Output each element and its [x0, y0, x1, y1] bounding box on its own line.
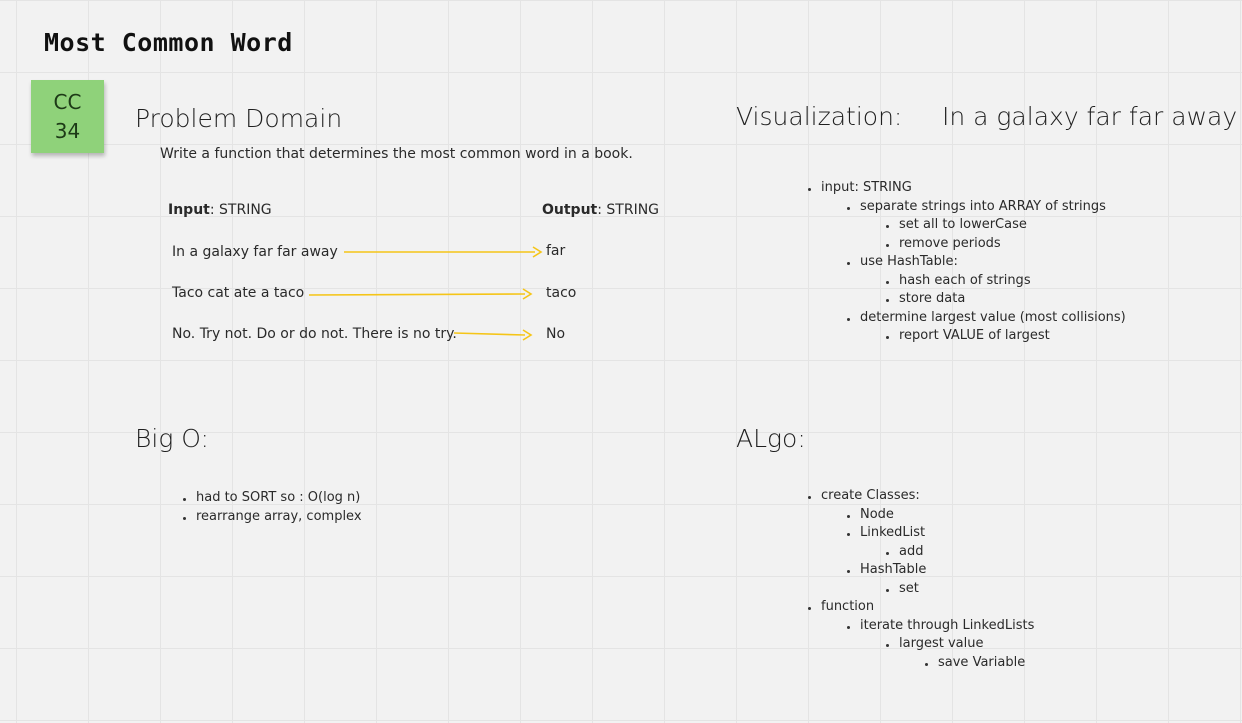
algo-heading: ALgo:	[736, 424, 806, 453]
sticky-note-line-2: 34	[54, 118, 81, 143]
visualization-list-item: use HashTable:	[847, 254, 958, 269]
visualization-list-item: store data	[885, 291, 966, 306]
example-arrow-3	[453, 332, 526, 336]
algo-list-item: largest value	[885, 636, 984, 651]
input-type: : STRING	[209, 202, 272, 218]
algo-list-item: function	[807, 599, 875, 614]
visualization-list-item: remove periods	[886, 235, 1001, 251]
example-input-1: In a galaxy far far away	[172, 244, 338, 260]
algo-list-item: LinkedList	[846, 525, 926, 540]
algo-list-item: create Classes:	[808, 488, 920, 503]
visualization-example: In a galaxy far far away	[942, 102, 1238, 131]
problem-description: Write a function that determines the mos…	[160, 146, 633, 162]
input-label: Input	[168, 202, 210, 218]
visualization-list-item: separate strings into ARRAY of strings	[847, 198, 1106, 214]
big-o-list-item: had to SORT so : O(log n)	[182, 490, 361, 505]
example-arrow-head-2	[522, 288, 533, 300]
visualization-list-item: set all to lowerCase	[886, 217, 1027, 232]
algo-list-item: add	[885, 543, 924, 559]
algo-list-item: HashTable	[846, 562, 927, 577]
example-arrow-2	[308, 293, 526, 296]
big-o-list-item: rearrange array, complex	[183, 509, 362, 524]
example-output-1: far	[546, 243, 566, 259]
algo-list-item: iterate through LinkedLists	[846, 617, 1035, 633]
visualization-list-item: report VALUE of largest	[886, 328, 1050, 343]
visualization-heading: Visualization:	[736, 102, 903, 131]
output-type: : STRING	[597, 202, 660, 218]
example-arrow-head-1	[532, 246, 543, 258]
example-output-2: taco	[546, 285, 577, 301]
example-arrow-head-3	[522, 329, 533, 341]
output-label: Output	[542, 202, 598, 218]
board-title: Most Common Word	[44, 28, 293, 57]
example-output-3: No	[546, 326, 566, 342]
example-input-3: No. Try not. Do or do not. There is no t…	[172, 326, 457, 342]
big-o-heading: Big O:	[135, 424, 209, 453]
visualization-list-item: input: STRING	[808, 180, 912, 195]
problem-domain-heading: Problem Domain	[135, 104, 343, 133]
visualization-list-item: hash each of strings	[886, 272, 1031, 288]
visualization-list-item: determine largest value (most collisions…	[847, 309, 1126, 325]
input-type-label: Input: STRING	[168, 202, 272, 218]
example-input-2: Taco cat ate a taco	[172, 285, 305, 301]
output-type-label: Output: STRING	[542, 202, 659, 218]
sticky-note[interactable]: CC 34	[31, 80, 104, 153]
algo-list-item: Node	[847, 506, 894, 522]
algo-list-item: set	[886, 580, 919, 596]
sticky-note-line-1: CC	[53, 89, 82, 114]
algo-list-item: save Variable	[924, 654, 1026, 670]
